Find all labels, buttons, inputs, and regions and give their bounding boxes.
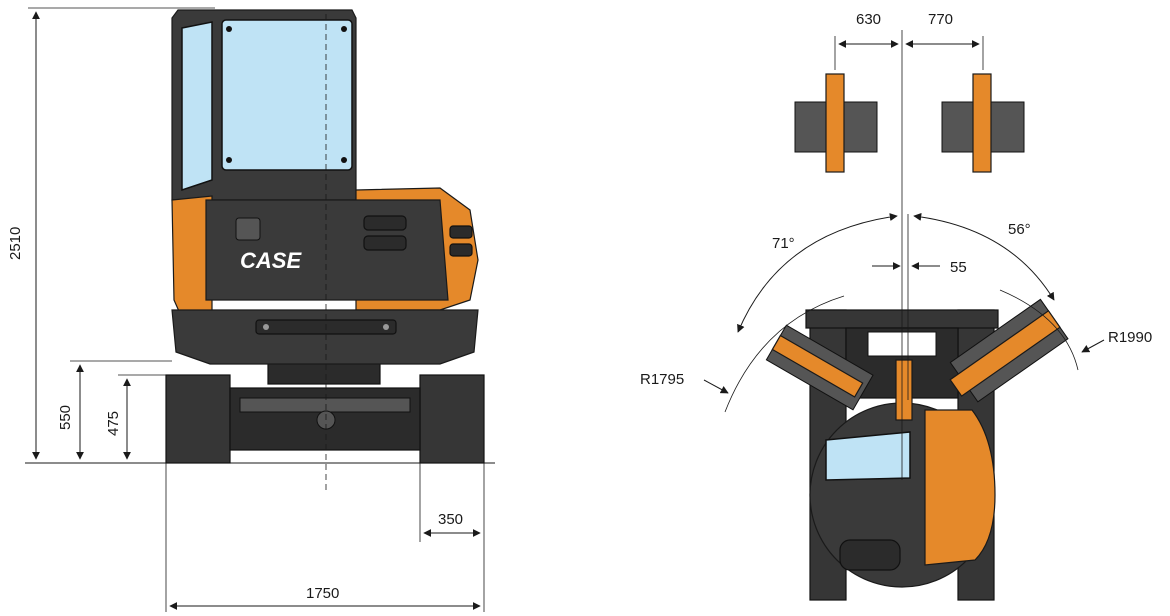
- dim-offset-left: 630: [856, 11, 881, 28]
- vent-slot: [363, 215, 407, 231]
- brand-logo: CASE: [240, 248, 302, 273]
- dim-center-offset: 55: [950, 259, 967, 276]
- boom-left-swung: [765, 324, 874, 411]
- dim-overall-height: 2510: [7, 227, 24, 260]
- swing-left-arc: [737, 213, 898, 333]
- vent-slot: [363, 235, 407, 251]
- counterweight-bolt: [383, 324, 389, 330]
- tail-light-vent: [449, 225, 473, 239]
- radius-left-leader: [703, 379, 729, 394]
- window-bolt: [341, 26, 347, 32]
- dim-offset-right: 770: [928, 11, 953, 28]
- radius-right-leader: [1081, 339, 1105, 353]
- dim-overall-width: 1750: [306, 585, 339, 602]
- left-offset-arm: [825, 73, 845, 173]
- left-arm: [771, 334, 864, 398]
- dim-swing-right: 56°: [1008, 221, 1031, 238]
- offset-bucket-left: [794, 73, 878, 173]
- dim-counterweight-clearance: 550: [57, 405, 74, 430]
- right-arm: [949, 310, 1061, 397]
- slewing-ring: [267, 361, 381, 385]
- top-engine-hood: [924, 409, 996, 566]
- cab-rear-window: [221, 19, 353, 171]
- right-track: [419, 374, 485, 464]
- offset-bucket-right: [941, 73, 1025, 173]
- rear-view: CASE 2510 550 475 350 1750: [7, 7, 495, 612]
- counterweight-bolt: [263, 324, 269, 330]
- window-bolt: [226, 26, 232, 32]
- top-seat-area: [839, 539, 901, 571]
- dim-radius-right: R1990: [1108, 329, 1152, 346]
- boom-right-swung: [949, 298, 1069, 403]
- undercarriage-beam: [239, 397, 411, 413]
- top-cab-roof-glass: [825, 431, 911, 481]
- top-view: 630 770 71° 56° 55 R1795 R1990: [640, 11, 1152, 601]
- dim-radius-left: R1795: [640, 371, 684, 388]
- cab-side-window: [181, 21, 213, 192]
- counterweight: [171, 309, 479, 365]
- tail-light-vent: [449, 243, 473, 257]
- dim-swing-left: 71°: [772, 235, 795, 252]
- swing-right-arc: [913, 212, 1055, 301]
- radius-right-arc: [999, 289, 1079, 371]
- left-track: [165, 374, 231, 464]
- radius-left-arc: [724, 295, 845, 413]
- right-offset-arm: [972, 73, 992, 173]
- boom-center: [895, 359, 913, 421]
- window-bolt: [341, 157, 347, 163]
- window-bolt: [226, 157, 232, 163]
- dim-track-width: 350: [438, 511, 463, 528]
- dim-ground-clearance: 475: [105, 411, 122, 436]
- fuel-cap: [235, 217, 261, 241]
